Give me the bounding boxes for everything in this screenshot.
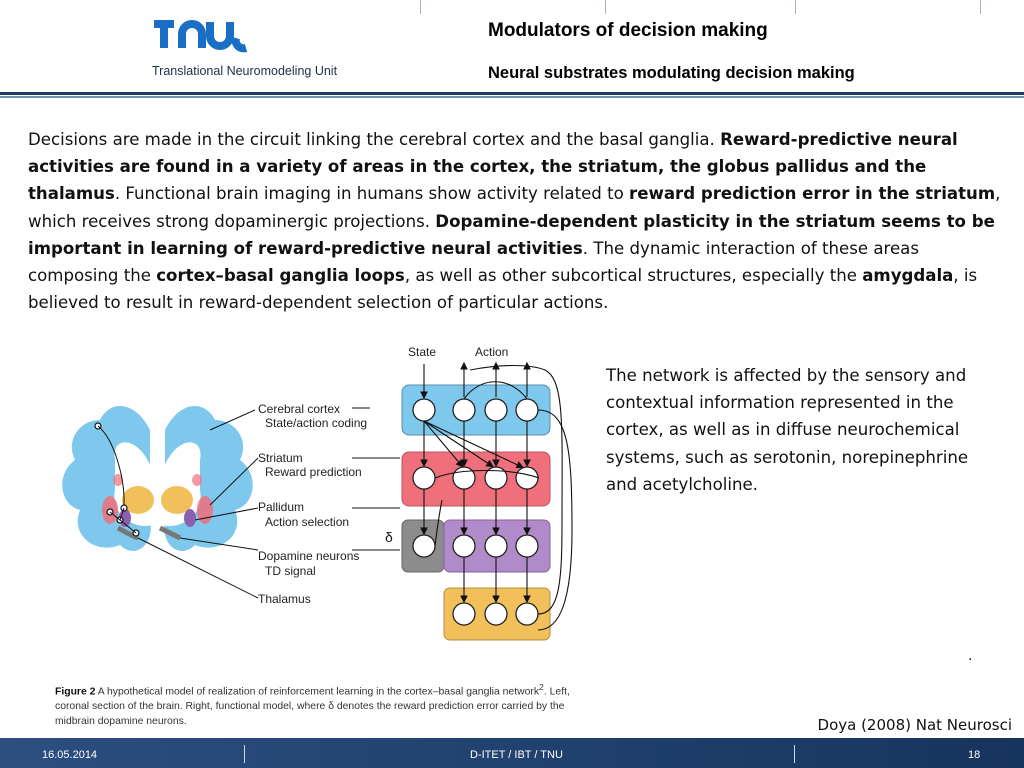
body-text-span: . Functional brain imaging in humans sho… bbox=[114, 184, 630, 204]
body-bold-span: Reward-predictive neural activities are … bbox=[28, 130, 958, 204]
striatum-box bbox=[401, 451, 551, 507]
label-cortex-sub: State/action coding bbox=[265, 416, 367, 430]
body-bold-span: cortex–basal ganglia loops bbox=[156, 266, 405, 286]
figure-caption: Figure 2 A hypothetical model of realiza… bbox=[55, 680, 580, 729]
body-bold-span: reward prediction error in the striatum bbox=[629, 184, 996, 204]
footer-org: D-ITET / IBT / TNU bbox=[470, 749, 563, 761]
body-text-span: , as well as other subcortical structure… bbox=[404, 266, 863, 286]
figure-brain-model: Cerebral cortex State/action coding Stri… bbox=[62, 345, 573, 641]
body-paragraph: Decisions are made in the circuit linkin… bbox=[28, 126, 1003, 316]
label-state: State bbox=[408, 345, 436, 359]
label-dopamine: Dopamine neurons bbox=[258, 549, 359, 563]
label-delta: δ bbox=[385, 529, 393, 545]
label-cortex: Cerebral cortex bbox=[258, 402, 340, 416]
footer-divider bbox=[794, 745, 795, 763]
brain-section-icon bbox=[62, 406, 253, 551]
body-text-span: . The dynamic interaction of these areas… bbox=[28, 238, 919, 286]
header-divider bbox=[605, 0, 606, 14]
body-bold-span: Dopamine-dependent plasticity in the str… bbox=[28, 211, 995, 258]
footer-bar: 16.05.2014 D-ITET / IBT / TNU 18 bbox=[0, 738, 1024, 768]
header-divider bbox=[420, 0, 421, 14]
page-title: Modulators of decision making bbox=[488, 20, 768, 41]
footer-divider bbox=[244, 745, 245, 763]
label-striatum: Striatum bbox=[258, 451, 303, 465]
header-divider bbox=[795, 0, 796, 14]
label-action: Action bbox=[475, 345, 508, 359]
label-dopamine-sub: TD signal bbox=[265, 564, 316, 578]
footer-date: 16.05.2014 bbox=[42, 749, 98, 761]
page-subtitle: Neural substrates modulating decision ma… bbox=[488, 64, 855, 82]
header-rule-secondary bbox=[0, 96, 1024, 98]
body-bold-span: amygdala bbox=[862, 266, 954, 286]
caption-label: Figure 2 bbox=[55, 686, 96, 698]
header-divider bbox=[980, 0, 981, 14]
header-rule bbox=[0, 92, 1024, 95]
footer-page-number: 18 bbox=[968, 749, 981, 761]
label-thalamus: Thalamus bbox=[258, 592, 311, 606]
body-text-span: Decisions are made in the circuit linkin… bbox=[28, 130, 721, 149]
body-text-span: , is believed to result in reward-depend… bbox=[28, 266, 978, 313]
citation: Doya (2008) Nat Neurosci bbox=[817, 716, 1012, 734]
logo-text: Translational Neuromodeling Unit bbox=[152, 64, 338, 78]
caption-text: A hypothetical model of realization of r… bbox=[95, 686, 540, 698]
label-pallidum: Pallidum bbox=[258, 500, 304, 514]
cortex-box bbox=[401, 384, 551, 436]
label-pallidum-sub: Action selection bbox=[265, 515, 349, 529]
caption-text: . Left, coronal section of the brain. Ri… bbox=[55, 686, 570, 728]
stray-dot: . bbox=[968, 648, 973, 664]
body-text-span: , which receives strong dopaminergic pro… bbox=[28, 184, 1001, 231]
tnu-logo-icon bbox=[154, 20, 248, 53]
label-striatum-sub: Reward prediction bbox=[265, 465, 362, 479]
caption-superscript: 2 bbox=[539, 682, 544, 692]
side-paragraph: The network is affected by the sensory a… bbox=[606, 366, 969, 494]
